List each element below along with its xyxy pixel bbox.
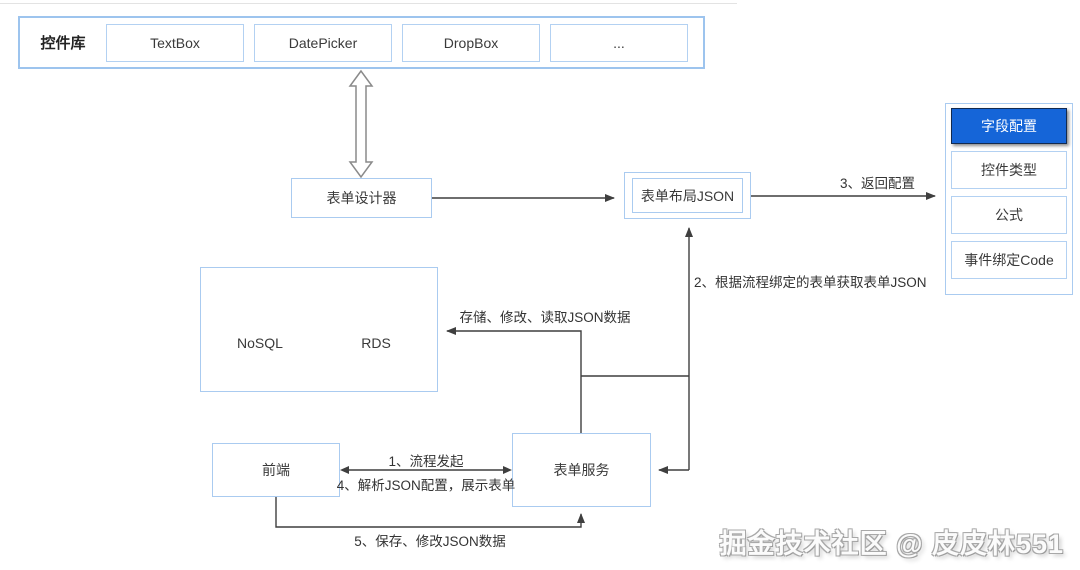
form-designer-node: 表单设计器 — [291, 178, 432, 218]
watermark: 掘金技术社区 @ 皮皮林551 — [719, 529, 1064, 559]
database-container — [200, 267, 438, 392]
config-item-control-type: 控件类型 — [951, 151, 1067, 189]
control-library-container: 控件库 TextBox DatePicker DropBox ... — [18, 16, 705, 69]
edge-label-step2: 2、根据流程绑定的表单获取表单JSON — [694, 275, 927, 290]
config-item-formula: 公式 — [951, 196, 1067, 234]
rds-label: RDS — [361, 335, 391, 351]
edge-label-store: 存储、修改、读取JSON数据 — [459, 310, 631, 325]
form-layout-json-node: 表单布局JSON — [624, 172, 751, 219]
control-item-more: ... — [550, 23, 688, 62]
form-service-node: 表单服务 — [512, 433, 651, 507]
edge-label-step3: 3、返回配置 — [839, 176, 915, 191]
control-library-label: 控件库 — [40, 35, 86, 52]
control-item-dropbox: DropBox — [402, 23, 540, 62]
field-config-panel: 字段配置 控件类型 公式 事件绑定Code — [945, 103, 1073, 295]
field-config-header: 字段配置 — [951, 108, 1067, 144]
bidirectional-arrow-library-designer — [348, 69, 374, 179]
control-item-datepicker: DatePicker — [254, 23, 392, 62]
edge-label-step1: 1、流程发起 — [388, 454, 464, 469]
control-item-textbox: TextBox — [106, 23, 244, 62]
edge-label-step4: 4、解析JSON配置，展示表单 — [336, 478, 516, 493]
form-layout-json-label: 表单布局JSON — [632, 178, 743, 213]
config-item-event-binding: 事件绑定Code — [951, 241, 1067, 279]
arrow-service-to-database — [446, 327, 582, 433]
nosql-label: NoSQL — [237, 335, 283, 351]
top-divider — [0, 3, 737, 4]
frontend-node: 前端 — [212, 443, 340, 497]
edge-label-step5: 5、保存、修改JSON数据 — [354, 534, 506, 549]
